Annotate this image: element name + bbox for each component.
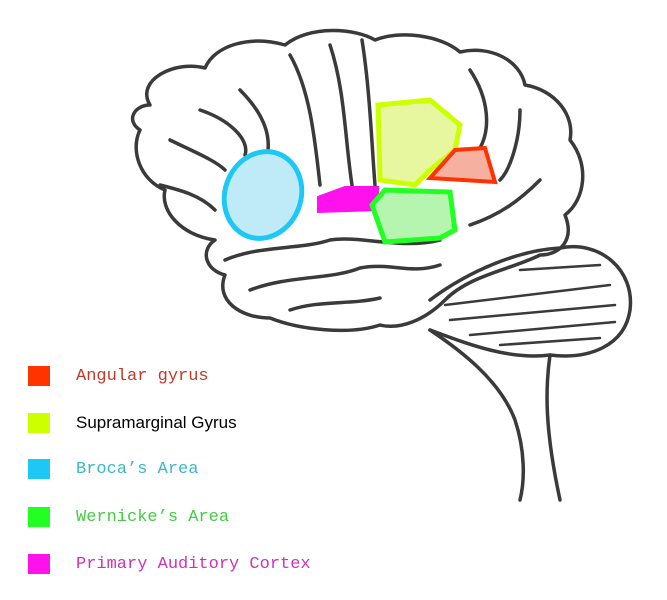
brainstem-outline	[428, 328, 562, 502]
legend-item-angular-gyrus: Angular gyrus	[28, 364, 209, 388]
legend-swatch	[28, 413, 50, 433]
legend-swatch	[28, 459, 50, 479]
legend-item-primary-auditory-cortex: Primary Auditory Cortex	[28, 552, 311, 576]
legend-swatch	[28, 366, 50, 386]
cerebellum-folds	[443, 263, 617, 347]
legend-item-wernickes-area: Wernicke’s Area	[28, 505, 229, 529]
legend-label: Primary Auditory Cortex	[76, 554, 311, 574]
legend-swatch	[28, 507, 50, 527]
legend-label: Broca’s Area	[76, 459, 199, 479]
legend-label: Angular gyrus	[76, 366, 209, 386]
cerebellum-outline	[428, 245, 633, 358]
region-supramarginal-gyrus	[375, 97, 463, 188]
cortex-sulci	[158, 38, 542, 312]
cerebrum-outline	[130, 28, 585, 333]
region-brocas-area	[221, 149, 305, 241]
legend-item-brocas-area: Broca’s Area	[28, 457, 198, 481]
legend-item-supramarginal-gyrus: Supramarginal Gyrus	[28, 411, 237, 435]
legend-label: Wernicke’s Area	[76, 507, 230, 527]
legend-swatch	[28, 554, 50, 574]
region-wernickes-area	[369, 187, 458, 245]
region-primary-auditory-cortex	[317, 186, 379, 214]
legend-label: Supramarginal Gyrus	[76, 413, 237, 432]
region-angular-gyrus	[425, 145, 498, 185]
